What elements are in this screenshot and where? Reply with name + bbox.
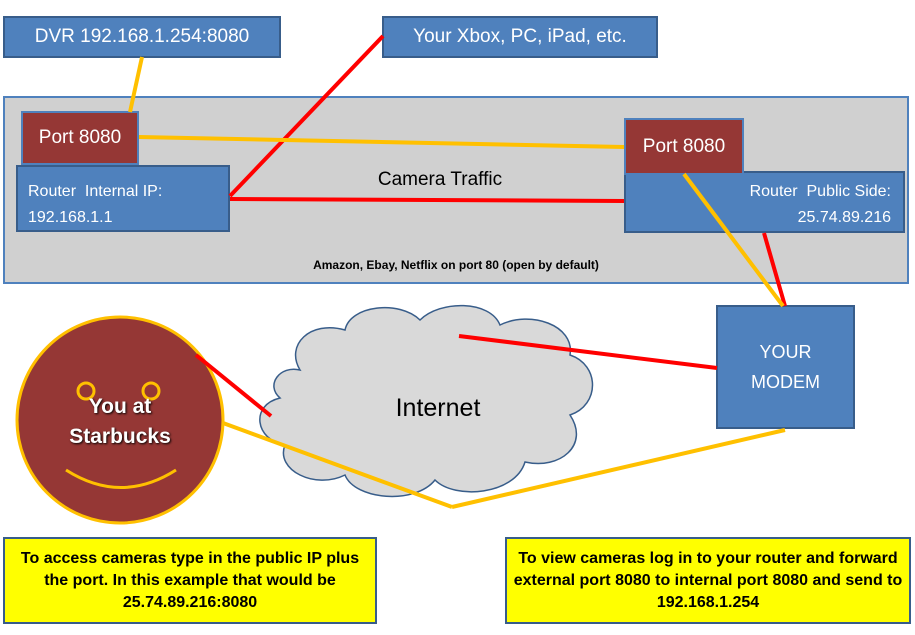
line-port-to-modem <box>682 172 785 308</box>
port-right-label: Port 8080 <box>642 135 726 157</box>
port-left-label: Port 8080 <box>38 127 122 148</box>
note-left-text: To access cameras type in the public IP … <box>20 549 360 611</box>
devices-label: Your Xbox, PC, iPad, etc. <box>413 26 627 47</box>
router-internal-title: Router Internal IP: <box>28 183 163 200</box>
modem-label-line1: YOUR <box>759 342 812 362</box>
line-user-to-cloud <box>194 353 273 418</box>
line-user-to-cloud-bottom <box>222 421 453 509</box>
router-footer-note: Amazon, Ebay, Netflix on port 80 (open b… <box>313 258 599 272</box>
dvr-label: DVR 192.168.1.254:8080 <box>34 26 250 47</box>
devices-box: Your Xbox, PC, iPad, etc. <box>382 16 658 58</box>
router-internal-ip: 192.168.1.1 <box>28 209 113 226</box>
port-right-box: Port 8080 <box>624 118 744 175</box>
user-label-line2: Starbucks <box>69 425 171 448</box>
line-camera-traffic <box>229 197 625 203</box>
internet-label: Internet <box>395 394 481 422</box>
router-public-ip: 25.74.89.216 <box>797 209 891 226</box>
user-face <box>15 315 225 525</box>
user-label-line1: You at <box>88 395 152 418</box>
line-port-to-port <box>138 135 625 149</box>
note-right: To view cameras log in to your router an… <box>505 537 911 624</box>
modem-label-line2: MODEM <box>751 372 820 392</box>
line-devices-to-router <box>228 34 385 198</box>
note-left: To access cameras type in the public IP … <box>3 537 377 624</box>
note-right-text: To view cameras log in to your router an… <box>513 549 903 611</box>
line-dvr-to-port <box>128 56 144 113</box>
line-router-to-modem <box>762 232 787 307</box>
line-cloud-to-modem <box>458 334 718 370</box>
router-public-title: Router Public Side: <box>749 183 891 200</box>
line-cloud-bottom-to-modem <box>451 428 786 509</box>
camera-traffic-label: Camera Traffic <box>377 169 503 190</box>
router-internal-box: Router Internal IP: 192.168.1.1 <box>16 165 230 232</box>
router-public-box: Router Public Side: 25.74.89.216 <box>624 171 905 233</box>
red-lines <box>194 34 787 418</box>
port-left-box: Port 8080 <box>21 111 139 165</box>
yellow-lines <box>128 56 786 509</box>
user-label: You at Starbucks <box>40 392 200 452</box>
